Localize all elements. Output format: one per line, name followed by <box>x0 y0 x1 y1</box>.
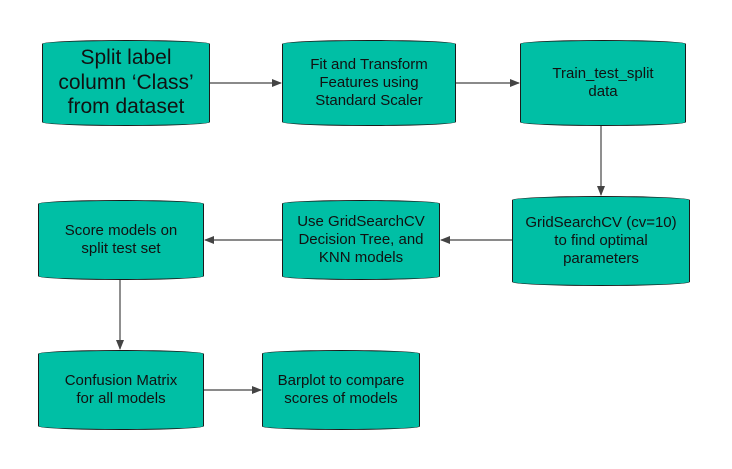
node-text-line: Standard Scaler <box>315 92 423 110</box>
node-text-line: Score models on <box>64 221 178 239</box>
node-text-line: Train_test_split <box>552 64 654 82</box>
node-text-line: from dataset <box>67 95 185 119</box>
node-fit-transform: Fit and Transform Features using Standar… <box>282 40 456 126</box>
node-confusion-matrix: Confusion Matrix for all models <box>38 350 204 430</box>
node-text-line: Fit and Transform <box>310 55 428 73</box>
node-text-line: to find optimal <box>554 231 648 249</box>
node-text-line: Use GridSearchCV <box>297 212 425 230</box>
node-text-line: parameters <box>563 250 639 268</box>
node-text-line: Barplot to compare <box>277 371 405 389</box>
node-train-test-split: Train_test_split data <box>520 40 686 126</box>
node-text-line: Features using <box>319 73 419 91</box>
node-text-line: scores of models <box>284 390 398 407</box>
node-text-line: for all models <box>76 390 166 407</box>
node-text-line: Decision Tree, and <box>298 230 424 248</box>
node-use-gridsearch: Use GridSearchCV Decision Tree, and KNN … <box>282 200 440 280</box>
node-text-line: split test set <box>81 240 161 257</box>
node-score-models: Score models on split test set <box>38 200 204 280</box>
node-text-line: KNN models <box>318 249 404 267</box>
node-gridsearch-cv: GridSearchCV (cv=10) to find optimal par… <box>512 196 690 286</box>
node-text-line: data <box>588 83 618 100</box>
node-split-label: Split label column ‘Class’ from dataset <box>42 40 210 126</box>
node-text-line: column ‘Class’ <box>58 70 194 94</box>
node-text-line: Split label <box>80 45 172 69</box>
node-barplot: Barplot to compare scores of models <box>262 350 420 430</box>
node-text-line: Confusion Matrix <box>64 371 178 389</box>
node-text-line: GridSearchCV (cv=10) <box>525 213 677 231</box>
